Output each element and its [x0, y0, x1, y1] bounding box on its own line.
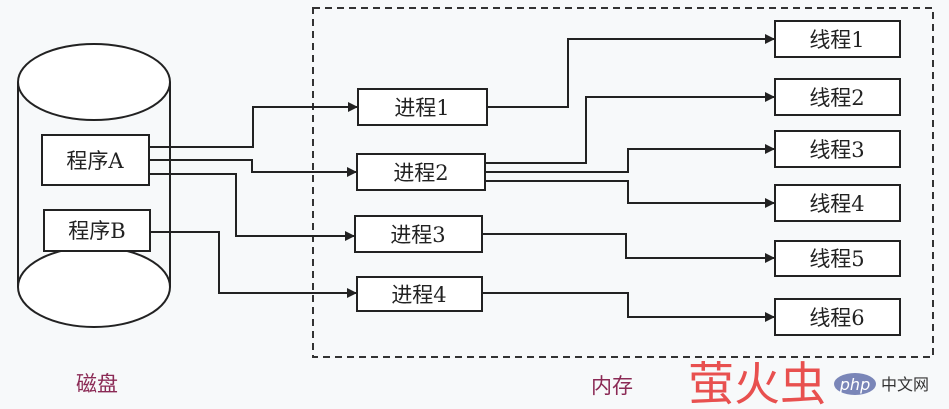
- arrow-process2-thread3: [485, 144, 775, 173]
- program-b-box: 程序B: [43, 209, 151, 252]
- arrow-process2-thread2: [485, 92, 775, 164]
- process-label: 进程3: [390, 223, 445, 247]
- php-badge-text: php: [839, 375, 870, 394]
- thread-box-2: 线程2: [774, 78, 901, 116]
- program-b-label: 程序B: [68, 219, 125, 243]
- arrow-process4-thread6: [482, 292, 775, 322]
- thread-box-1: 线程1: [774, 20, 901, 58]
- arrow-process3-thread5: [482, 233, 775, 263]
- process-box-4: 进程4: [356, 276, 483, 312]
- thread-label: 线程1: [809, 28, 864, 52]
- memory-caption: 内存: [591, 374, 633, 398]
- disk-bottom: [17, 246, 171, 328]
- thread-box-5: 线程5: [774, 240, 901, 277]
- thread-label: 线程4: [809, 192, 864, 216]
- process-label: 进程4: [391, 283, 446, 307]
- thread-box-4: 线程4: [774, 184, 901, 222]
- watermark-text: 萤火虫: [688, 357, 826, 409]
- memory-region: [312, 7, 934, 358]
- arrow-programA-process3: [149, 173, 355, 241]
- program-a-box: 程序A: [41, 134, 150, 186]
- thread-label: 线程2: [809, 86, 864, 110]
- arrow-process2-thread4: [485, 180, 775, 208]
- thread-box-6: 线程6: [774, 298, 901, 336]
- thread-label: 线程6: [809, 306, 864, 330]
- process-label: 进程2: [393, 161, 448, 185]
- connectors: [149, 34, 775, 322]
- disk-caption: 磁盘: [76, 372, 118, 396]
- arrow-programA-process1: [149, 102, 358, 148]
- process-box-1: 进程1: [357, 88, 488, 126]
- thread-label: 线程3: [809, 138, 864, 162]
- watermark-site: 中文网: [881, 375, 929, 394]
- process-box-3: 进程3: [354, 215, 483, 253]
- disk-cylinder: [17, 43, 171, 328]
- process-label: 进程1: [394, 96, 449, 120]
- thread-box-3: 线程3: [774, 130, 901, 168]
- thread-label: 线程5: [809, 247, 864, 271]
- watermark: 萤火虫 php 中文网: [688, 357, 929, 409]
- arrow-programA-process2: [149, 159, 357, 177]
- arrow-programB-process4: [150, 231, 357, 298]
- arrow-process1-thread1: [487, 34, 775, 108]
- disk-top: [17, 43, 171, 121]
- php-badge: [834, 373, 876, 395]
- process-box-2: 进程2: [356, 153, 486, 191]
- program-a-label: 程序A: [66, 149, 124, 173]
